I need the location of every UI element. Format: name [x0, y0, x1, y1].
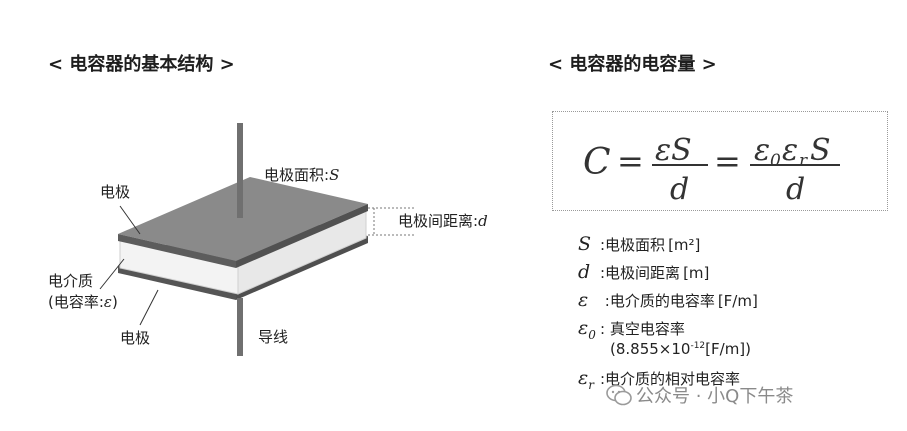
legend-row-permittivity: ε :电介质的电容率[F/m] [578, 289, 758, 311]
right-title: < 电容器的电容量 > [548, 54, 717, 75]
legend-area-symbol: S [578, 233, 592, 255]
dielectric-text: 电介质 [48, 272, 94, 290]
dielectric-label: 电介质 [48, 270, 93, 291]
top-plate-side [236, 204, 368, 268]
legend-permittivity-text: :电介质的电容率 [600, 292, 715, 310]
distance-label: 电极间距离:d [398, 210, 488, 231]
area-label: 电极面积:S [264, 164, 339, 185]
legend-vacuum-symbol: ε0 [578, 317, 600, 342]
dielectric-pointer [99, 258, 125, 290]
formula-box [552, 111, 888, 211]
formula-den2: d [786, 172, 805, 207]
permittivity-symbol: ε [103, 293, 112, 311]
legend-vacuum-sub: 0 [588, 327, 596, 342]
legend-vacuum-value: (8.855×10-12[F/m]) [610, 340, 751, 358]
electrode-bottom-label: 电极 [120, 329, 151, 347]
formula-num2-eps0-sub: 0 [770, 151, 781, 171]
formula-den1: d [670, 172, 689, 207]
electrode-bottom-pointer [139, 289, 159, 326]
legend-distance-unit: [m] [683, 264, 710, 282]
legend-relative-symbol: εr [578, 367, 600, 392]
bottom-wire [237, 298, 243, 356]
area-symbol: S [329, 166, 340, 184]
top-plate-front [118, 234, 236, 268]
legend-row-area: S :电极面积[m²] [578, 233, 700, 255]
legend-distance-symbol: d [578, 261, 591, 283]
vacuum-value-suffix: [F/m]) [705, 340, 752, 358]
formula-eq1: = [617, 142, 644, 180]
distance-text: 电极间距离: [398, 212, 479, 230]
legend-permittivity-symbol: ε [578, 289, 589, 311]
electrode-top-label: 电极 [100, 183, 131, 201]
formula-lhs: C [583, 142, 611, 183]
legend-distance-text: :电极间距离 [600, 264, 681, 282]
legend-vacuum-text: : 真空电容率 [600, 320, 685, 338]
vacuum-value-exp: -12 [690, 341, 706, 351]
legend-vacuum-eps: ε [578, 317, 589, 339]
formula-eq2: = [714, 142, 741, 180]
formula-num1: εS [655, 133, 692, 168]
legend-row-relative: εr:电介质的相对电容率 [578, 367, 740, 392]
wire-label: 导线 [258, 328, 289, 346]
wechat-icon [606, 384, 632, 406]
formula-num2-eps0: ε [754, 133, 770, 168]
vacuum-value-prefix: (8.855×10 [610, 340, 691, 358]
legend-area-text: :电极面积 [600, 236, 666, 254]
permittivity-text: (电容率: [48, 293, 104, 311]
formula-num2-epsr-sub: r [799, 151, 808, 171]
permittivity-label: (电容率:ε) [48, 291, 118, 312]
legend-permittivity-unit: [F/m] [717, 292, 758, 310]
formula-num2-s: S [810, 133, 831, 168]
legend-row-vacuum: ε0: 真空电容率 [578, 317, 685, 342]
legend-row-distance: d :电极间距离[m] [578, 261, 709, 283]
legend-relative-text: :电介质的相对电容率 [600, 370, 741, 388]
watermark: 公众号 · 小Q下午茶 [636, 386, 794, 407]
legend-relative-eps: ε [578, 367, 589, 389]
left-title: < 电容器的基本结构 > [48, 54, 235, 75]
legend-relative-sub: r [588, 377, 594, 392]
top-wire-stub [237, 123, 243, 218]
permittivity-close: ) [111, 293, 118, 311]
legend-area-unit: [m²] [668, 236, 701, 254]
distance-symbol: d [478, 212, 488, 230]
area-text: 电极面积: [264, 166, 330, 184]
electrode-top-pointer [119, 205, 141, 235]
formula-num2-epsr: ε [782, 133, 798, 168]
top-plate-top [118, 177, 368, 261]
